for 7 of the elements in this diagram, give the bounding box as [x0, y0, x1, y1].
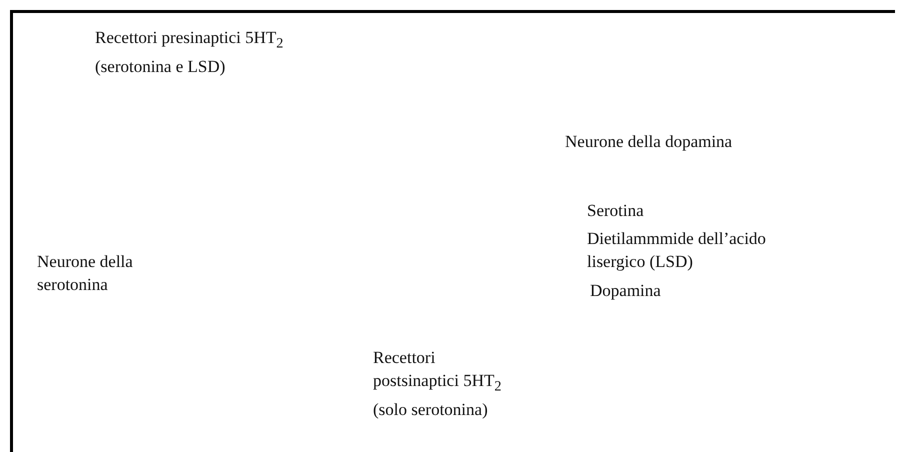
text-label: Serotina	[587, 200, 645, 222]
text-label: Dietilammmide dell’acido lisergico (LSD)	[587, 228, 767, 273]
text-label: Recettori postsinaptici 5HT$_{2}$ (solo serotonina)	[373, 347, 502, 422]
text-label: Dopamina	[590, 280, 662, 302]
text-label: Neurone della serotonina	[37, 251, 134, 296]
text-label: Neurone della dopamina	[565, 131, 734, 153]
text-label: Recettori presinaptici 5HT$_{2}$ (serotonina e LSD)	[95, 27, 284, 78]
